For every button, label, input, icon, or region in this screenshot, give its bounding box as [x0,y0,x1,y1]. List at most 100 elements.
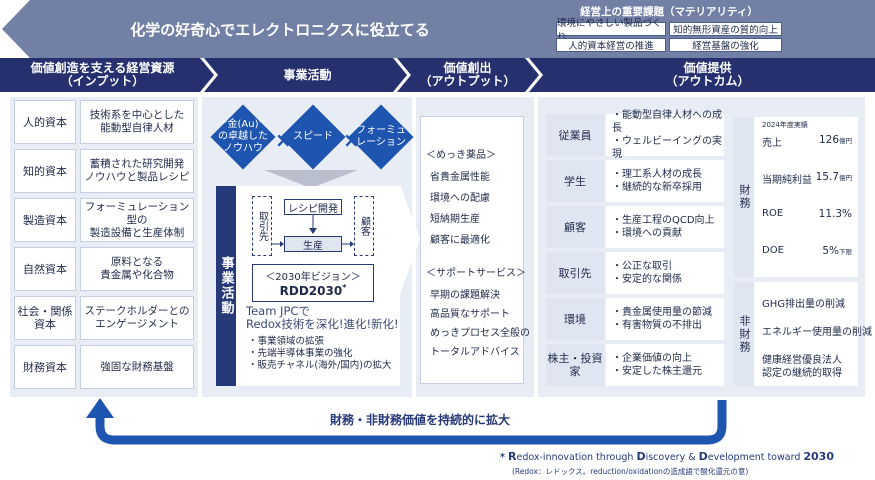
nonfinancial-item: 健康経営優良法人 [762,355,842,366]
financial-unit: 億円 [839,137,852,145]
diamond-gold-text: “金(Au)” の卓越した ノウハウ [210,112,276,162]
output-item: トータルアドバイス [430,347,520,358]
bottom-loop-arrow [86,398,727,445]
materiality-title: 経営上の重要課題（マテリアリティ） [580,6,758,18]
output-item: 顧客に最適化 [430,235,490,246]
header-input-line2: （インプット） [60,74,145,88]
input-desc-line: ノウハウと製品レシピ [84,171,190,183]
stakeholder-item: ・継続的な新卒採用 [612,182,702,193]
business-bullet: ・事業領域の拡張 [248,336,325,347]
stakeholder-item: ・理工系人材の成長 [612,169,702,180]
business-bullet: ・販売チャネル(海外/国内)の拡大 [248,360,392,371]
stakeholder-item: ・能動型自律人材への成長 [612,110,722,134]
production-box: 生産 [284,236,342,252]
team-line1: Team JPCで [246,304,310,318]
input-desc-line: エンゲージメント [95,318,179,330]
vision-name: RDD2030* [280,283,347,298]
vision-name-text: RDD2030 [279,284,343,298]
bottom-arrow-text: 財務・非財務価値を持続的に拡大 [329,413,510,427]
materiality-item: 経営基盤の強化 [669,38,782,52]
business-bullets: ・事業領域の拡張 ・先端半導体事業の強化 ・販売チャネル(海外/国内)の拡大 [248,336,402,372]
header-chevrons [200,58,543,92]
stakeholder-label: 取引先 [546,252,604,294]
business-vertical-label: 事業活動 [216,186,236,386]
footnote: * Redox-innovation through Discovery & D… [500,450,870,463]
footnote-part: edox-innovation through [516,452,637,463]
diamond-gold-line2: の卓越した [218,131,268,142]
input-desc: フォーミュレーション型の製造設備と生産体制 [80,198,194,242]
financial-metric-value: 11.3% [800,208,852,220]
stakeholder-body: ・公正な取引・安定的な関係 [606,252,724,294]
footnote-part: 2030 [803,450,834,463]
diamond-formulation-line2: レーション [356,137,406,148]
financial-metric-name: ROE [762,208,784,219]
business-to-output-arrow [400,184,420,294]
flow-down-arrow [309,215,317,234]
stakeholder-item: ・ウェルビーイングの実現 [612,136,722,160]
financial-value: 126 [818,134,839,146]
financial-metric-name: DOE [762,245,784,256]
diamond-formulation-line1: フォーミュ [356,125,406,136]
financial-value: 5% [822,245,839,257]
footnote-part: D [698,450,708,463]
stakeholder-item: ・貴金属使用量の節減 [612,307,712,318]
input-desc-line: 能動型自律人材 [100,122,174,134]
input-desc-line: 技術系を中心とした [89,109,185,121]
header-output-line2: （アウトプット） [419,74,516,88]
header-output: 価値創出 （アウトプット） [405,58,530,92]
header-outcome-line2: （アウトカム） [665,74,750,88]
input-desc: 蓄積された研究開発ノウハウと製品レシピ [80,149,194,193]
stakeholder-item: ・環境への貢献 [612,228,682,239]
financial-box [754,117,858,277]
customer-tag: 顧客 [354,196,374,256]
output-group2-title: ＜サポートサービス＞ [426,268,526,279]
input-desc-line: 蓄積された研究開発 [89,158,185,170]
financial-metric-value: 5%下限 [800,245,852,257]
input-desc: ステークホルダーとのエンゲージメント [80,296,194,340]
nonfinancial-box [754,282,858,386]
diamond-gold-line3: ノウハウ [223,143,263,154]
financial-metric-name: 当期純利益 [762,175,812,186]
vision-star: * [342,283,347,292]
header-outcome-line1: 価値提供 [683,61,732,75]
header-input-line1: 価値創造を支える経営資源 [30,61,175,75]
stakeholder-label: 学生 [546,160,604,202]
stakeholder-label: 株主・投資家 [546,344,604,386]
stakeholder-label: 顧客 [546,206,604,248]
input-desc-line: 強固な財務基盤 [100,360,174,373]
financial-unit: 億円 [839,174,852,182]
banner-title: 化学の好奇心でエレクトロニクスに役立てる [130,20,430,39]
materiality-item: 環境にやさしい製品づくり [556,18,666,43]
input-desc-line: 原料となる [110,256,164,268]
nonfinancial-item: GHG排出量の削減 [762,299,846,310]
supplier-tag: 取引先 [252,196,272,256]
header-input: 価値創造を支える経営資源 （インプット） [0,58,205,92]
stakeholder-item: ・公正な取引 [612,261,672,272]
footnote-part: iscovery & [645,452,699,463]
input-desc: 強固な財務基盤 [80,345,194,389]
materiality-item: 知的無形資産の質的向上 [669,22,782,36]
header-bar [0,58,875,92]
footnote-part: D [636,450,646,463]
financial-metric-value: 126億円 [800,134,852,146]
team-text: Team JPCで Redox技術を深化!進化!新化! [246,305,402,331]
input-label: 自然資本 [14,247,76,291]
input-label: 知的資本 [14,149,76,193]
output-item: 省貴金属性能 [430,172,490,183]
stakeholder-body: ・貴金属使用量の節減・有害物質の不排出 [606,298,724,340]
stakeholder-body: ・企業価値の向上・安定した株主還元 [606,344,724,386]
diamond-gold-line1: “金(Au)” [222,119,264,130]
output-box [420,116,524,384]
input-desc-line: 貴金属や化合物 [100,269,174,281]
output-group1-title: ＜めっき薬品＞ [426,150,496,161]
footnote-star: * [500,452,505,463]
financial-value: 15.7 [815,171,839,183]
stakeholder-label: 従業員 [546,114,604,156]
input-desc: 原料となる貴金属や化合物 [80,247,194,291]
header-business: 事業活動 [283,67,332,82]
stakeholder-item: ・安定した株主還元 [612,366,702,377]
output-item: めっきプロセス全般の [430,328,530,339]
input-desc: 技術系を中心とした能動型自律人材 [80,100,194,144]
nonfinancial-item: 認定の継続的取得 [762,368,842,379]
header-outcome: 価値提供 （アウトカム） [540,58,875,92]
